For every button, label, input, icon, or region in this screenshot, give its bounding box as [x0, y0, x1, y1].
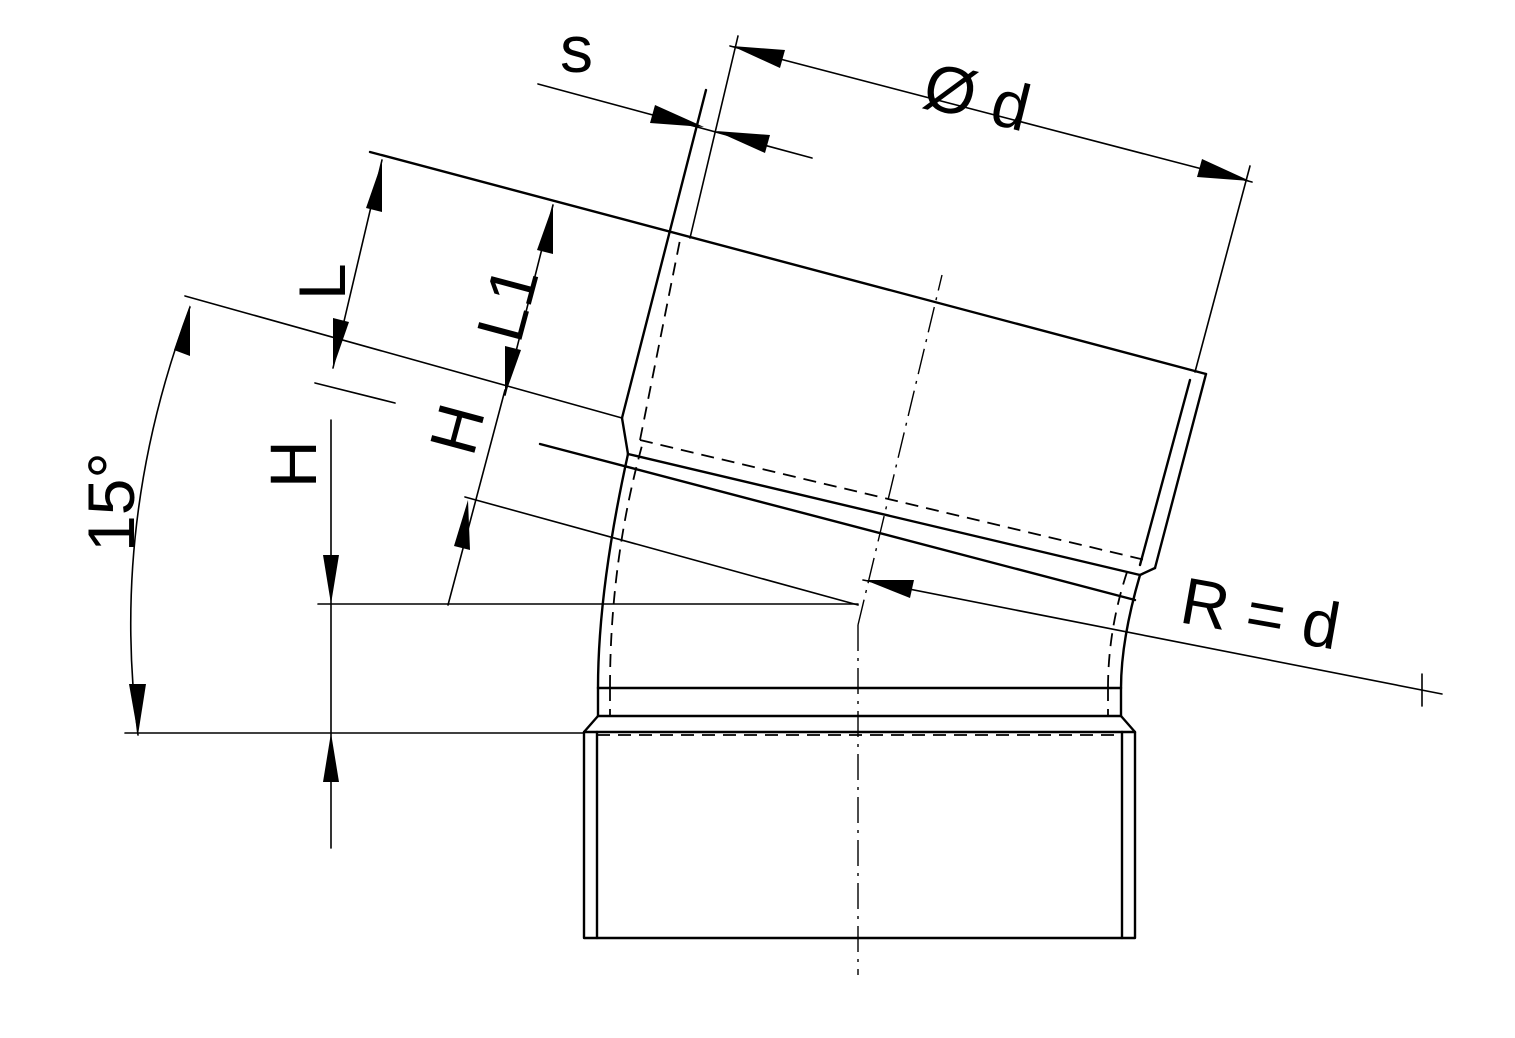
center-lines [857, 274, 943, 975]
diameter-label: Ø d [917, 48, 1038, 146]
radius-label: R = d [1176, 563, 1346, 664]
length-dimension [332, 159, 383, 369]
lower-socket [582, 686, 1137, 940]
height-vertical-dimension [124, 419, 859, 849]
thickness-dimension [537, 83, 813, 159]
elbow-body [538, 441, 1142, 690]
length-1-dimension [504, 204, 554, 396]
length-1-label: L1 [462, 259, 552, 349]
diameter-dimension [689, 35, 1253, 373]
upper-socket [184, 88, 1208, 577]
angle-dimension [129, 305, 191, 736]
radius-dimension [862, 579, 1443, 707]
height-inclined-dimension [314, 382, 859, 606]
length-label: L [285, 263, 359, 300]
angle-label: 15° [74, 452, 148, 552]
height-inclined-label: H [415, 396, 499, 461]
height-vertical-label: H [256, 440, 330, 488]
thickness-label: s [560, 12, 593, 86]
